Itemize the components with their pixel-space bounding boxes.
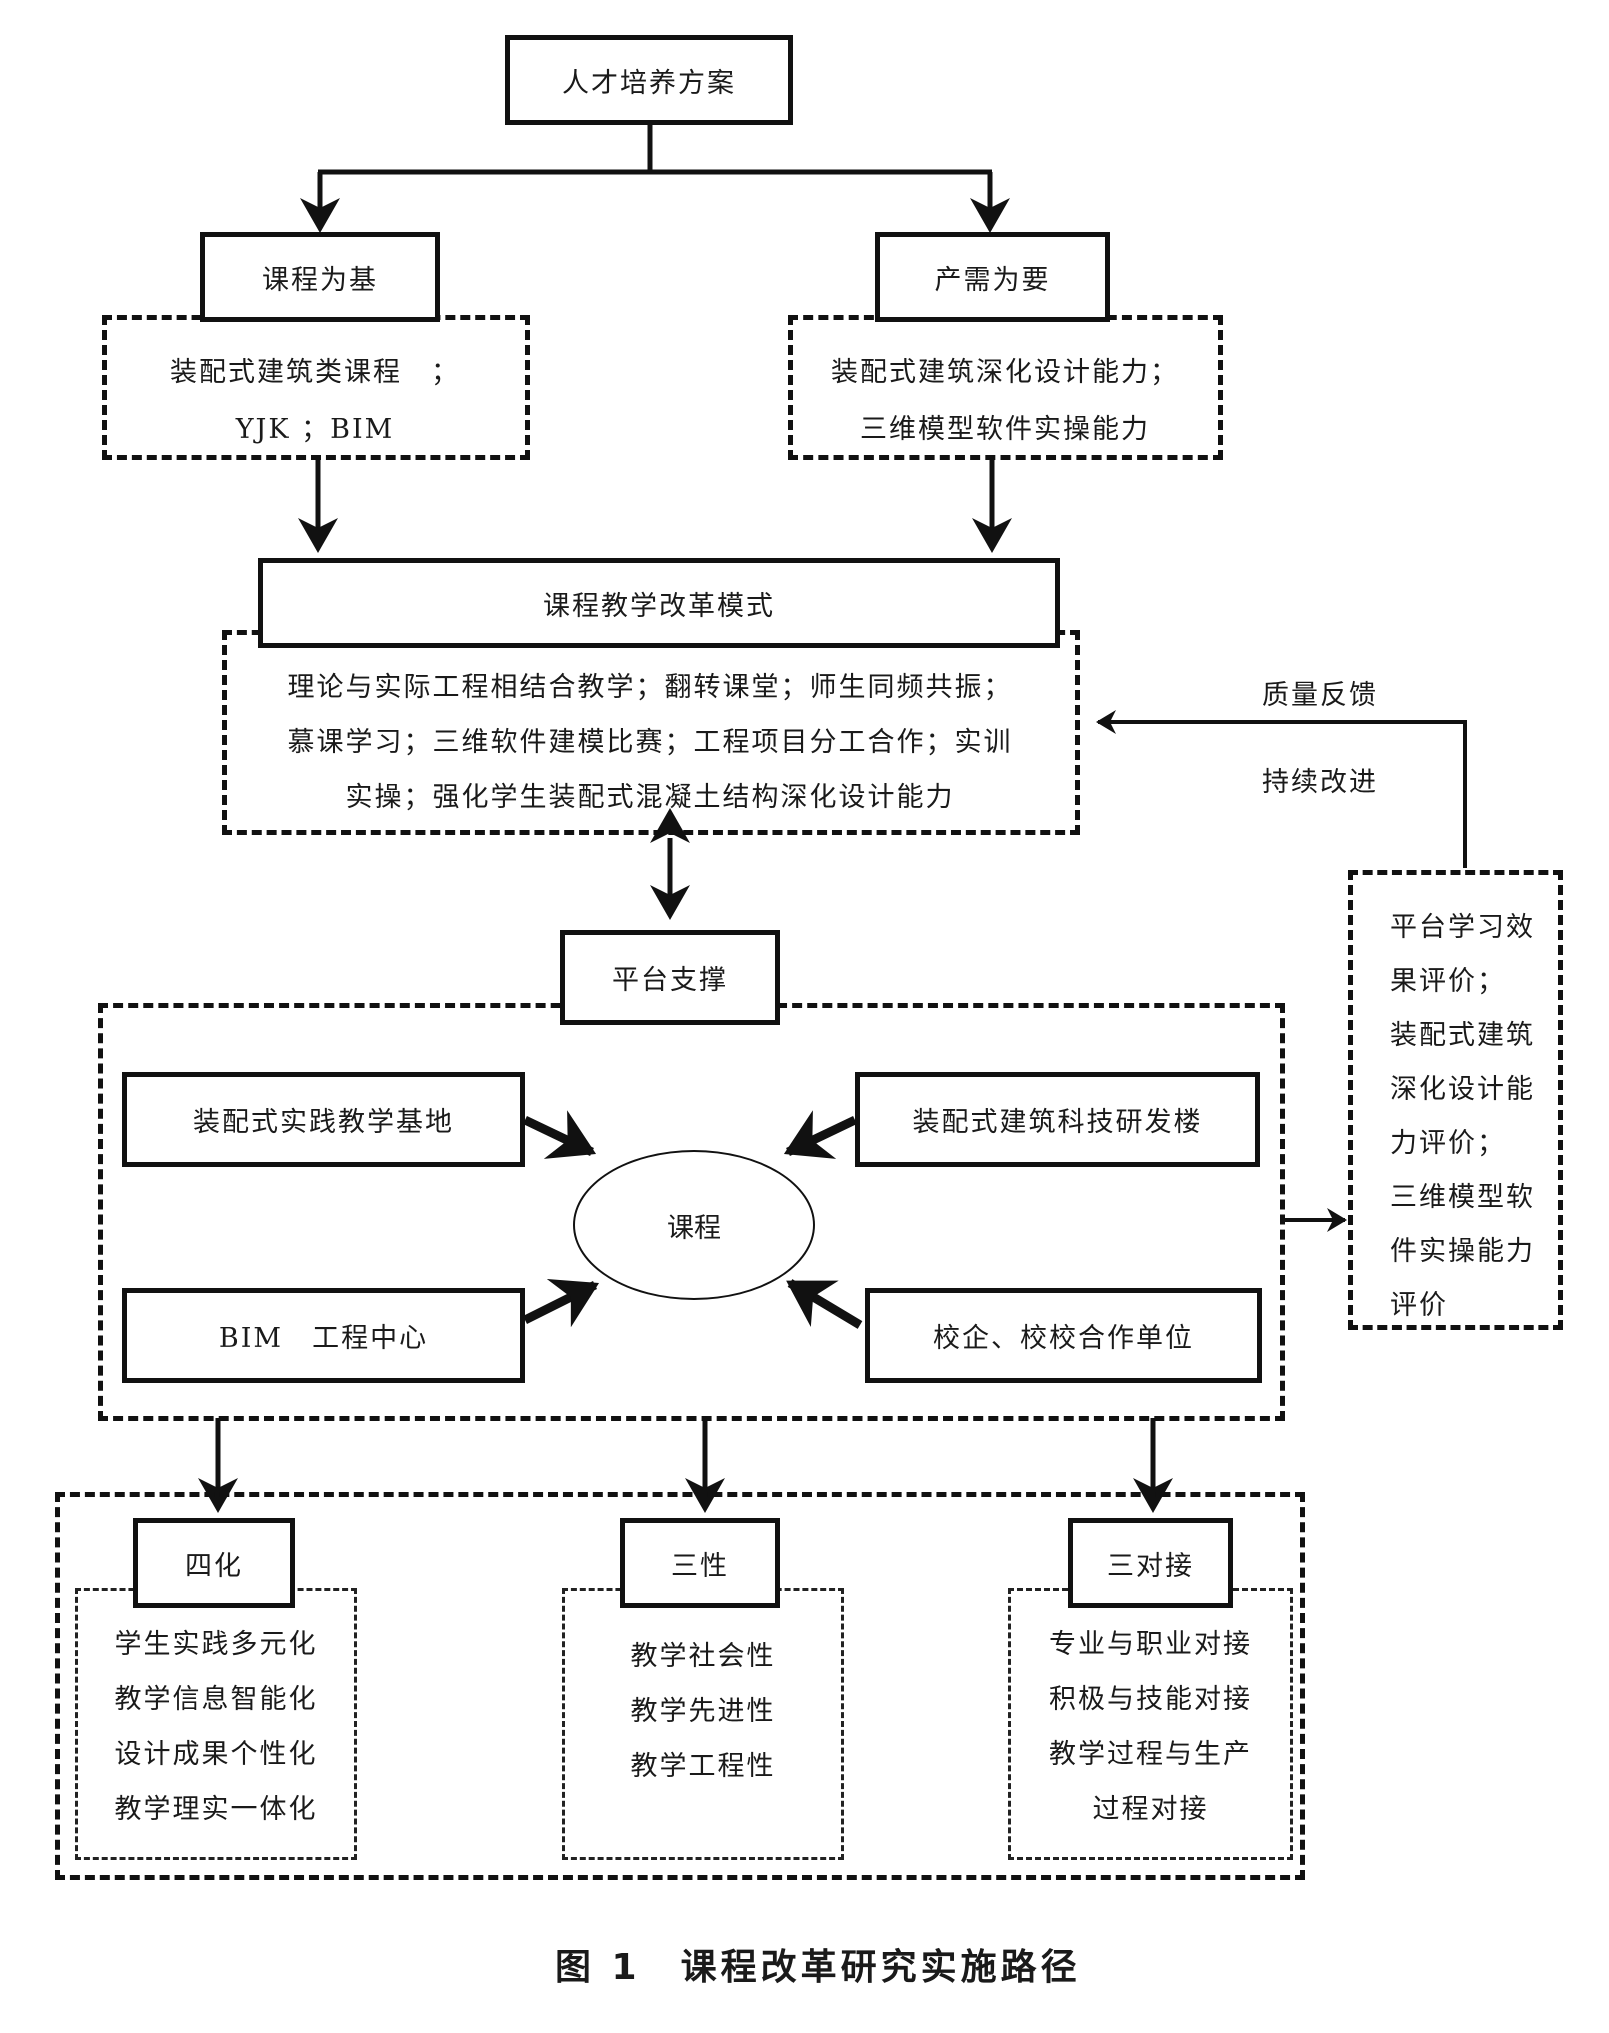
group-3-item-3: 教学过程与生产	[1049, 1739, 1252, 1770]
reform-title-box: 课程教学改革模式	[258, 558, 1060, 648]
evaluation-line-5: 力评价；	[1390, 1128, 1506, 1159]
reform-line-3: 实操；强化学生装配式混凝土结构深化设计能力	[345, 782, 955, 813]
group-1-item-1: 学生实践多元化	[114, 1629, 318, 1660]
node-practice-base: 装配式实践教学基地	[122, 1072, 525, 1167]
group-1-item-3: 设计成果个性化	[114, 1739, 318, 1770]
evaluation-line-4: 深化设计能	[1390, 1074, 1535, 1105]
group-2-item-2: 教学先进性	[630, 1696, 776, 1727]
outcomes-container	[55, 1492, 1305, 1880]
evaluation-line-2: 果评价；	[1390, 966, 1506, 997]
evaluation-line-3: 装配式建筑	[1390, 1020, 1535, 1051]
group-2-title-box: 三性	[620, 1518, 780, 1608]
group-1-item-4: 教学理实一体化	[114, 1794, 318, 1825]
evaluation-line-1: 平台学习效	[1390, 912, 1535, 943]
feedback-loop-arrow	[1096, 710, 1467, 868]
node-cooperation-units: 校企、校校合作单位	[865, 1288, 1262, 1383]
talent-plan-box: 人才培养方案	[505, 35, 793, 125]
reform-line-2: 慕课学习；三维软件建模比赛；工程项目分工合作；实训	[287, 727, 1013, 758]
evaluation-box	[1348, 870, 1563, 1330]
evaluation-line-6: 三维模型软	[1390, 1182, 1535, 1213]
group-2-item-3: 教学工程性	[630, 1751, 776, 1782]
left-branch-line-1: 装配式建筑类课程 ；	[170, 357, 460, 388]
reform-line-1: 理论与实际工程相结合教学；翻转课堂；师生同频共振；	[287, 672, 1013, 703]
group-2-item-1: 教学社会性	[630, 1641, 776, 1672]
node-bim-center: BIM 工程中心	[122, 1288, 525, 1383]
group-3-item-1: 专业与职业对接	[1049, 1629, 1252, 1660]
figure-caption: 图 1 课程改革研究实施路径	[555, 1947, 1081, 1988]
group-1-title-box: 四化	[133, 1518, 295, 1608]
platform-title-box: 平台支撑	[560, 930, 780, 1025]
left-branch-line-2: YJK ；BIM	[235, 414, 395, 445]
node-research-building: 装配式建筑科技研发楼	[855, 1072, 1260, 1167]
course-ellipse: 课程	[573, 1150, 815, 1300]
feedback-label-improve: 持续改进	[1262, 767, 1378, 798]
group-3-item-2: 积极与技能对接	[1049, 1684, 1252, 1715]
group-3-item-4: 过程对接	[1092, 1794, 1209, 1825]
arrow-base-to-course	[523, 1110, 597, 1159]
group-1-item-2: 教学信息智能化	[114, 1684, 318, 1715]
group-3-title-box: 三对接	[1068, 1518, 1233, 1608]
evaluation-line-7: 件实操能力	[1390, 1236, 1535, 1267]
arrow-coop-to-course	[786, 1279, 863, 1329]
right-branch-line-2: 三维模型软件实操能力	[860, 414, 1150, 445]
arrow-lab-to-course	[783, 1110, 857, 1159]
left-branch-title-box: 课程为基	[200, 232, 440, 322]
feedback-label-quality: 质量反馈	[1262, 680, 1378, 711]
arrow-bim-to-course	[522, 1278, 600, 1328]
right-branch-line-1: 装配式建筑深化设计能力；	[831, 357, 1179, 388]
evaluation-line-8: 评价	[1390, 1290, 1448, 1321]
right-branch-title-box: 产需为要	[875, 232, 1110, 322]
